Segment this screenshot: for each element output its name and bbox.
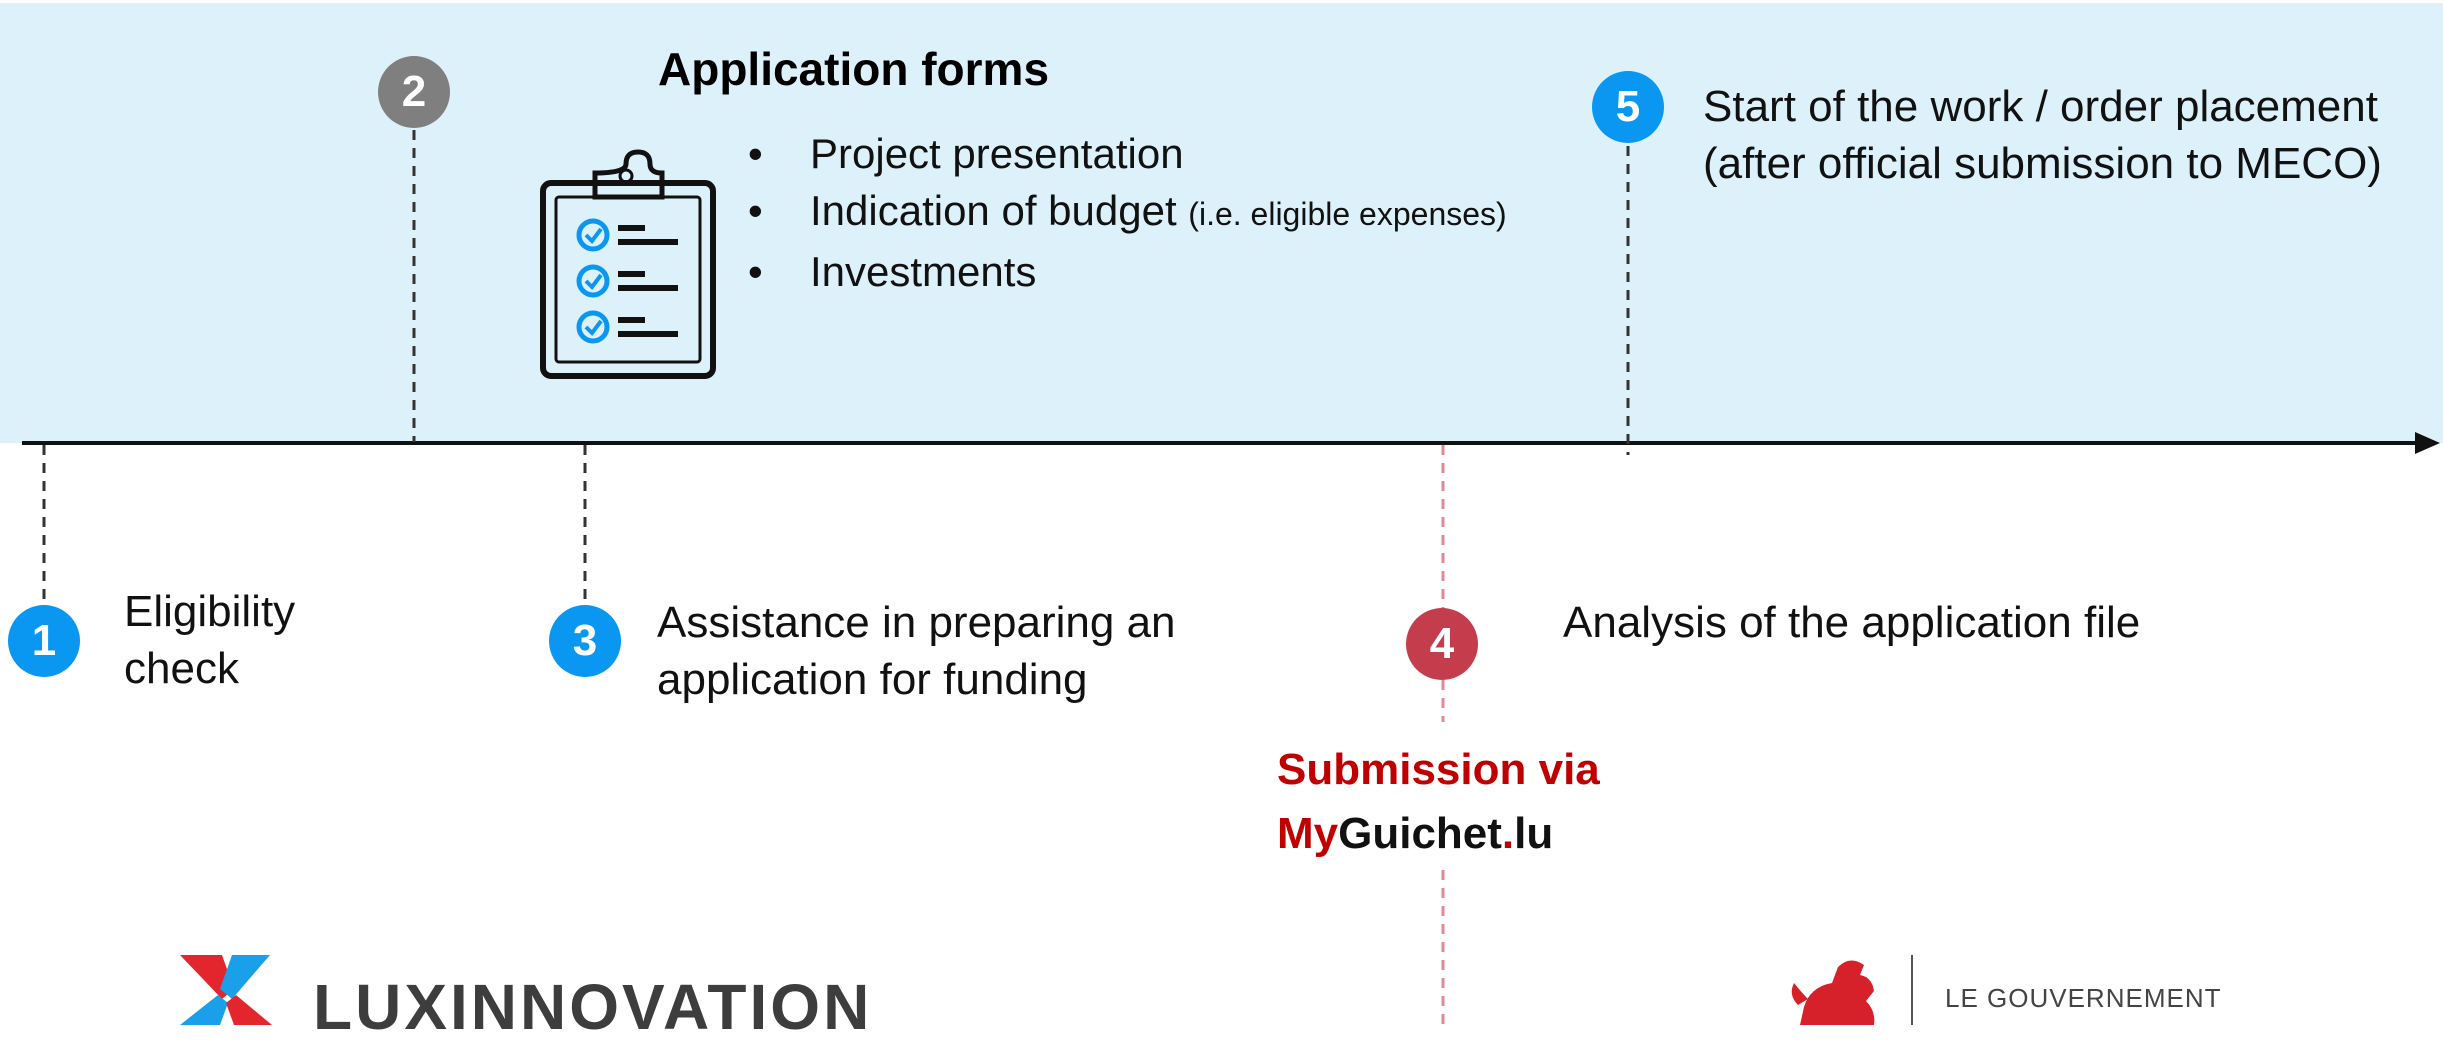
- timeline-arrowhead: [2415, 432, 2440, 454]
- step-3-marker: 3: [549, 605, 621, 677]
- step-1-description: Eligibility check: [124, 587, 296, 693]
- budget-note: (i.e. eligible expenses): [1188, 196, 1507, 232]
- submission-label: Submission via MyGuichet.lu: [1277, 745, 1600, 858]
- step-4-description: Analysis of the application file: [1563, 598, 2141, 647]
- application-forms-title: Application forms: [658, 43, 1050, 95]
- step-4-marker: 4: [1406, 608, 1478, 680]
- step-5-marker: 5: [1592, 71, 1664, 143]
- red-lion-coat-of-arms-icon: [1791, 955, 1913, 1025]
- list-item: Indication of budget (i.e. eligible expe…: [740, 182, 1507, 243]
- list-item: Project presentation: [740, 125, 1507, 182]
- luxinnovation-logo-icon: [180, 955, 272, 1025]
- step-2-marker: 2: [378, 56, 450, 128]
- list-item: Investments: [740, 243, 1507, 300]
- clipboard-checklist-icon: [540, 149, 716, 379]
- application-forms-list: Project presentation Indication of budge…: [740, 125, 1507, 300]
- luxinnovation-wordmark: LUXINNOVATION: [313, 971, 873, 1043]
- step-3-description: Assistance in preparing an application f…: [657, 598, 1176, 704]
- step-5-description: Start of the work / order placement (aft…: [1703, 82, 2382, 188]
- step-1-marker: 1: [8, 605, 80, 677]
- government-logo-text: LE GOUVERNEMENT: [1945, 983, 2222, 1013]
